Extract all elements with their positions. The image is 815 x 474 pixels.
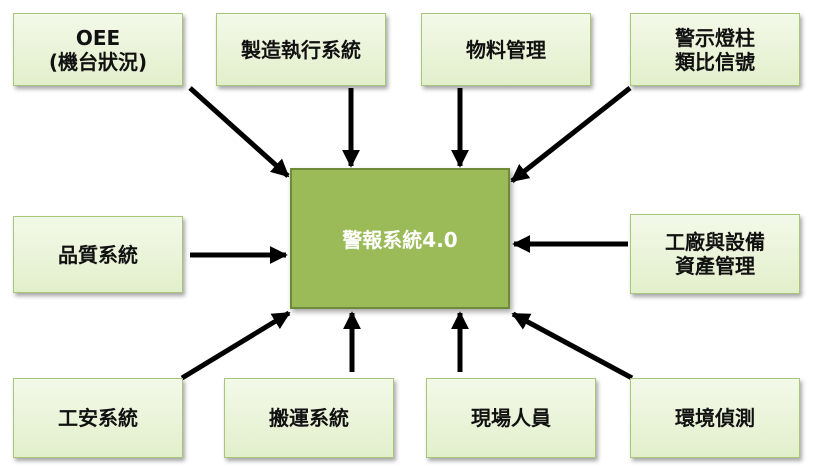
arrow-safety [180,310,291,381]
facility-asset-box: 工廠與設備資產管理 [630,214,800,294]
mes-label: 製造執行系統 [241,37,361,62]
transport-label: 搬運系統 [269,406,349,430]
alarm-system-center-box: 警報系統4.0 [290,168,510,309]
andon-line-2: 類比信號 [675,49,755,74]
quality-system-box: 品質系統 [13,216,183,293]
center-label: 警報系統4.0 [342,228,458,252]
mes-box: 製造執行系統 [216,13,386,86]
staff-label: 現場人員 [471,406,551,430]
transport-system-box: 搬運系統 [224,378,394,458]
quality-label: 品質系統 [58,242,138,267]
andon-light-box: 警示燈柱類比信號 [630,13,800,86]
environment-monitoring-box: 環境偵測 [630,378,800,458]
andon-line-1: 警示燈柱 [675,25,755,50]
oee-line-2: (機台狀況) [48,49,148,74]
oee-box: OEE(機台狀況) [13,13,183,86]
safety-system-box: 工安系統 [13,378,183,458]
safety-label: 工安系統 [58,406,138,430]
oee-line-1: OEE [75,25,121,50]
arrow-environment [511,311,634,381]
environment-label: 環境偵測 [675,406,755,430]
arrow-oee [188,86,290,178]
facility-line-2: 資產管理 [675,254,755,278]
facility-line-1: 工廠與設備 [665,230,765,254]
arrow-andon [510,86,632,183]
material-management-box: 物料管理 [421,13,591,86]
material-label: 物料管理 [466,37,546,62]
onsite-staff-box: 現場人員 [426,378,596,458]
